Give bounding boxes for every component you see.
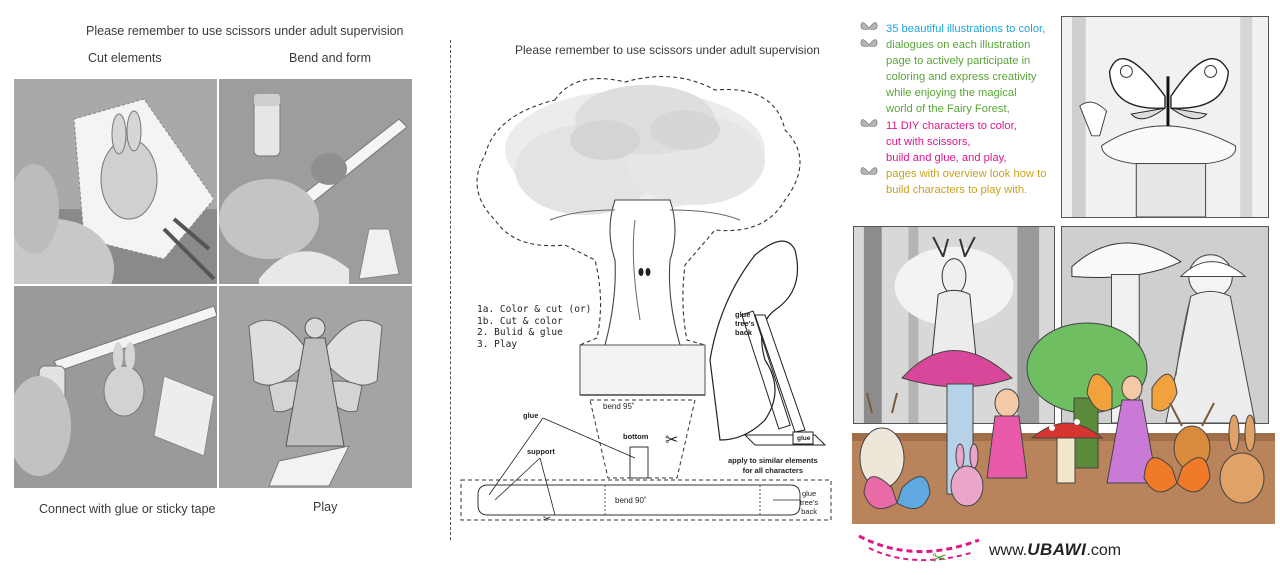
photo-cutting-rabbit bbox=[14, 79, 217, 284]
label-play: Play bbox=[313, 500, 338, 514]
scissor-cut-line-decoration: ✂ bbox=[858, 534, 980, 566]
feature-illustrations: 35 beautiful illustrations to color, dia… bbox=[858, 21, 1068, 118]
feature-overview-pages: pages with overview look how to build ch… bbox=[858, 166, 1068, 198]
glue-tree-back-label: glue tree's back bbox=[735, 310, 755, 337]
dashed-divider bbox=[450, 40, 451, 540]
photo-gluing-rabbit bbox=[14, 286, 217, 488]
butterfly-icon bbox=[860, 22, 878, 30]
product-features-panel: 35 beautiful illustrations to color, dia… bbox=[850, 0, 1280, 575]
glue-label: glue bbox=[523, 411, 539, 420]
svg-text:✂: ✂ bbox=[665, 430, 678, 449]
label-connect: Connect with glue or sticky tape bbox=[39, 502, 216, 516]
label-cut-elements: Cut elements bbox=[88, 51, 162, 65]
feature-diy-characters: 11 DIY characters to color, cut with sci… bbox=[858, 118, 1068, 166]
bottom-label: bottom bbox=[623, 432, 649, 441]
butterfly-icon bbox=[860, 39, 878, 47]
svg-text:✂: ✂ bbox=[543, 514, 551, 525]
butterfly-icon bbox=[860, 118, 878, 127]
bend-95-label: bend 95˚ bbox=[603, 402, 635, 411]
assembly-steps: 1a. Color & cut (or) 1b. Cut & color 2. … bbox=[477, 304, 591, 350]
bend-90-label: bend 90˚ bbox=[615, 496, 647, 505]
label-bend-and-form: Bend and form bbox=[289, 51, 371, 65]
brand-logo-text: UBAWI bbox=[1027, 540, 1087, 559]
svg-text:✂: ✂ bbox=[932, 548, 947, 566]
website-url[interactable]: www.UBAWI.com bbox=[989, 540, 1122, 559]
illustration-butterfly-mushroom bbox=[1061, 16, 1269, 218]
step-1b: 1b. Cut & color bbox=[477, 315, 563, 327]
photo-colored-characters bbox=[852, 318, 1275, 524]
safety-note-template: Please remember to use scissors under ad… bbox=[515, 43, 820, 57]
cutout-template-panel: Please remember to use scissors under ad… bbox=[455, 0, 840, 575]
step-1a: 1a. Color & cut (or) bbox=[477, 304, 592, 315]
butterfly-icon bbox=[860, 167, 878, 175]
instructions-photo-panel: Please remember to use scissors under ad… bbox=[0, 0, 440, 575]
tree-cutout-diagram: ✂ ✂ ✂ bbox=[460, 76, 832, 525]
glue-small-label: glue bbox=[797, 435, 811, 442]
photo-grid bbox=[14, 79, 412, 488]
feature-list: 35 beautiful illustrations to color, dia… bbox=[858, 21, 1068, 198]
glue-tree-back-right-label: glue tree's back bbox=[800, 489, 819, 516]
support-label: support bbox=[527, 447, 555, 456]
step-2: 2. Bulid & glue bbox=[477, 327, 563, 338]
photo-fairy-standing bbox=[219, 286, 412, 488]
apply-note: apply to similar elements for all charac… bbox=[728, 456, 818, 475]
step-3: 3. Play bbox=[477, 338, 518, 350]
safety-note: Please remember to use scissors under ad… bbox=[86, 24, 404, 38]
photo-bending-strip bbox=[219, 79, 412, 284]
